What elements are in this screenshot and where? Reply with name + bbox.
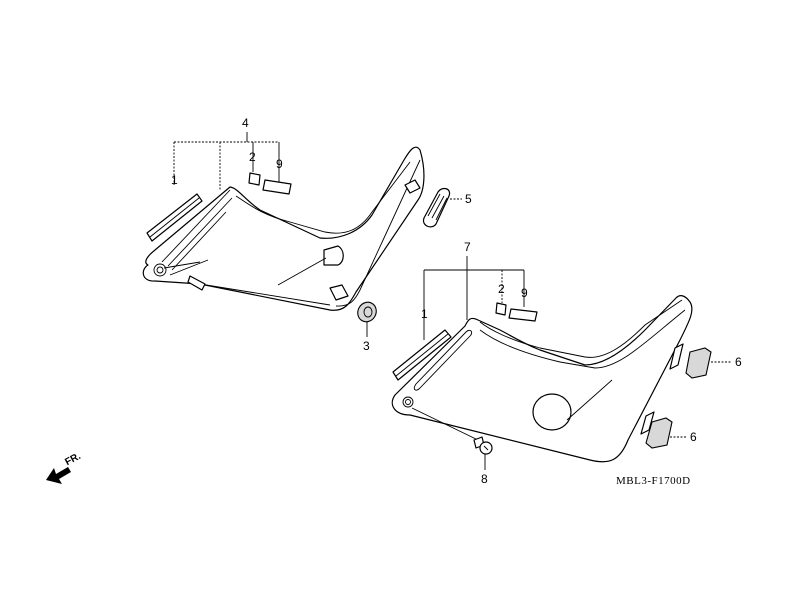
front-direction-arrow-icon [46, 467, 71, 484]
left-cover-boss [323, 245, 344, 266]
grommet-part-6-lower [645, 417, 673, 449]
callout-label-7: 7 [464, 240, 471, 254]
right-cover-outline [391, 295, 693, 463]
callout-label-9-right: 9 [521, 286, 528, 300]
callout-label-6-lower: 6 [690, 430, 697, 444]
callout-label-5: 5 [465, 192, 472, 206]
clip-part-2-left [248, 172, 261, 186]
emblem-part-9-right [508, 308, 538, 322]
callout-label-2-right: 2 [498, 282, 505, 296]
left-cover-clip-boss [329, 284, 349, 301]
clip-part-2-right [495, 302, 507, 316]
screw-part-8 [473, 436, 493, 455]
left-side-cover [142, 132, 462, 337]
callout-label-9-left: 9 [276, 157, 283, 171]
right-side-cover [391, 256, 731, 470]
right-cover-hole [532, 393, 572, 431]
callout-label-8: 8 [481, 472, 488, 486]
grommet-part-3 [357, 301, 377, 323]
left-cover-outline [142, 146, 425, 311]
callout-label-1-right: 1 [421, 307, 428, 321]
drawing-code: MBL3-F1700D [616, 475, 691, 487]
callout-label-4: 4 [242, 116, 249, 130]
grommet-part-6-upper [685, 347, 712, 379]
callout-label-1-left: 1 [171, 173, 178, 187]
callout-label-6-upper: 6 [735, 355, 742, 369]
callout-label-3: 3 [363, 339, 370, 353]
grommet-part-5 [422, 187, 451, 228]
emblem-part-9-left [262, 179, 292, 195]
callout-label-2-left: 2 [249, 150, 256, 164]
